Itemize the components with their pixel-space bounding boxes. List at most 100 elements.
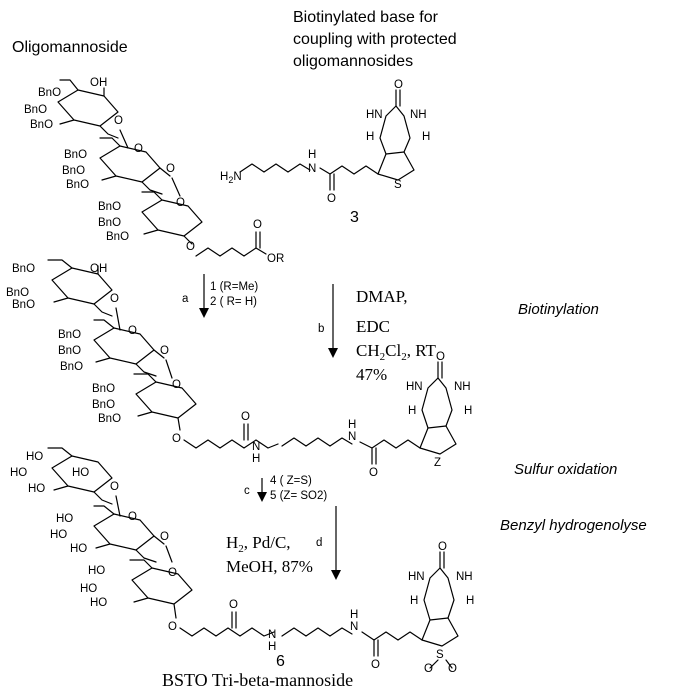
atom-label: BnO <box>6 287 29 299</box>
atom-label: BnO <box>38 87 61 99</box>
heading-biotin-base-3: oligomannosides <box>293 53 413 70</box>
atom-label: O <box>253 219 262 231</box>
structure-biotin-amine: H2N H N O O HN NH H H S 3 <box>220 79 430 226</box>
atom-label: BnO <box>60 361 83 373</box>
compound-number-6: 6 <box>276 653 285 670</box>
heading-biotin-base-2: coupling with protected <box>293 31 457 48</box>
atom-label: HO <box>70 543 87 555</box>
reaction-benzyl-hydrogenolyse: Benzyl hydrogenolyse <box>500 517 647 534</box>
atom-label: OH <box>90 77 107 89</box>
atom-label: BnO <box>24 104 47 116</box>
arrow-step-d <box>331 506 341 580</box>
atom-label: O <box>110 293 119 305</box>
atom-label: BnO <box>58 329 81 341</box>
atom-label: HO <box>88 565 105 577</box>
reaction-biotinylation: Biotinylation <box>518 301 599 318</box>
atom-label: HO <box>50 529 67 541</box>
atom-label: O <box>168 567 177 579</box>
atom-label: O <box>168 621 177 633</box>
atom-label: OR <box>267 253 284 265</box>
atom-label: H <box>366 131 374 143</box>
atom-label: O <box>241 411 250 423</box>
atom-label: NH <box>454 381 471 393</box>
atom-label: O <box>128 511 137 523</box>
atom-label: O <box>160 531 169 543</box>
heading-biotin-base-1: Biotinylated base for <box>293 9 439 26</box>
atom-label: O <box>176 197 185 209</box>
atom-label: BnO <box>66 179 89 191</box>
atom-label: BnO <box>106 231 129 243</box>
atom-label: HN <box>408 571 425 583</box>
structure-final-product: HO HO HO HO O HO HO HO O O HO HO HO O O … <box>10 447 474 675</box>
atom-label: N <box>252 441 260 453</box>
atom-label: O <box>134 143 143 155</box>
structure-protected-trimannoside: BnO BnO BnO OH O BnO BnO BnO O O BnO BnO… <box>24 77 284 265</box>
atom-label: N <box>348 431 356 443</box>
atom-label: O <box>448 663 457 675</box>
atom-label: O <box>128 325 137 337</box>
atom-label: O <box>229 599 238 611</box>
arrow-step-c: c <box>244 478 267 502</box>
atom-label: BnO <box>92 399 115 411</box>
atom-label: H <box>422 131 430 143</box>
atom-label: BnO <box>30 119 53 131</box>
condition-d-2: MeOH, 87% <box>226 557 313 576</box>
atom-label: HO <box>80 583 97 595</box>
arrow-step-b: b <box>318 284 338 358</box>
compound-label-2: 2 ( R= H) <box>210 296 257 308</box>
structure-coupled-protected: BnO BnO BnO OH O BnO BnO BnO O O BnO BnO… <box>6 259 472 479</box>
atom-label: BnO <box>12 299 35 311</box>
atom-label: O <box>394 79 403 91</box>
atom-label: O <box>369 467 378 479</box>
condition-b-1: DMAP, <box>356 287 408 306</box>
atom-label: H <box>466 595 474 607</box>
compound-number-3: 3 <box>350 209 359 226</box>
atom-label: H <box>252 453 260 465</box>
atom-label: HO <box>72 467 89 479</box>
atom-label: BnO <box>12 263 35 275</box>
atom-label: O <box>114 115 123 127</box>
atom-label: HO <box>10 467 27 479</box>
atom-label: O <box>438 541 447 553</box>
arrow-step-a: a <box>182 274 209 318</box>
atom-label: S <box>394 179 402 191</box>
step-label-c: c <box>244 485 250 497</box>
atom-label: O <box>371 659 380 671</box>
condition-b-2: EDC <box>356 317 390 336</box>
atom-label: N <box>308 163 316 175</box>
atom-label: Z <box>434 457 441 469</box>
atom-label: H <box>408 405 416 417</box>
atom-label: HO <box>26 451 43 463</box>
atom-label: O <box>172 379 181 391</box>
atom-label: O <box>436 351 445 363</box>
atom-label: OH <box>90 263 107 275</box>
condition-b-3: CH2Cl2, RT <box>356 341 437 363</box>
compound-label-5: 5 (Z= SO2) <box>270 490 327 502</box>
step-label-d: d <box>316 537 322 549</box>
atom-label: S <box>436 649 444 661</box>
condition-b-4: 47% <box>356 365 387 384</box>
atom-label: H <box>464 405 472 417</box>
atom-label: O <box>172 433 181 445</box>
atom-label: H <box>268 641 276 653</box>
atom-label: H <box>350 609 358 621</box>
atom-label: H2N <box>220 171 242 185</box>
condition-d-1: H2, Pd/C, <box>226 533 291 555</box>
atom-label: H <box>348 419 356 431</box>
reaction-sulfur-oxidation: Sulfur oxidation <box>514 461 617 478</box>
atom-label: BnO <box>98 201 121 213</box>
atom-label: N <box>350 621 358 633</box>
atom-label: H <box>308 149 316 161</box>
heading-final-product: BSTO Tri-beta-mannoside <box>162 670 353 690</box>
step-label-b: b <box>318 323 324 335</box>
atom-label: O <box>110 481 119 493</box>
atom-label: NH <box>410 109 427 121</box>
atom-label: BnO <box>62 165 85 177</box>
atom-label: BnO <box>92 383 115 395</box>
atom-label: O <box>166 163 175 175</box>
atom-label: HO <box>28 483 45 495</box>
atom-label: H <box>410 595 418 607</box>
step-label-a: a <box>182 293 189 305</box>
atom-label: N <box>268 629 276 641</box>
atom-label: BnO <box>64 149 87 161</box>
